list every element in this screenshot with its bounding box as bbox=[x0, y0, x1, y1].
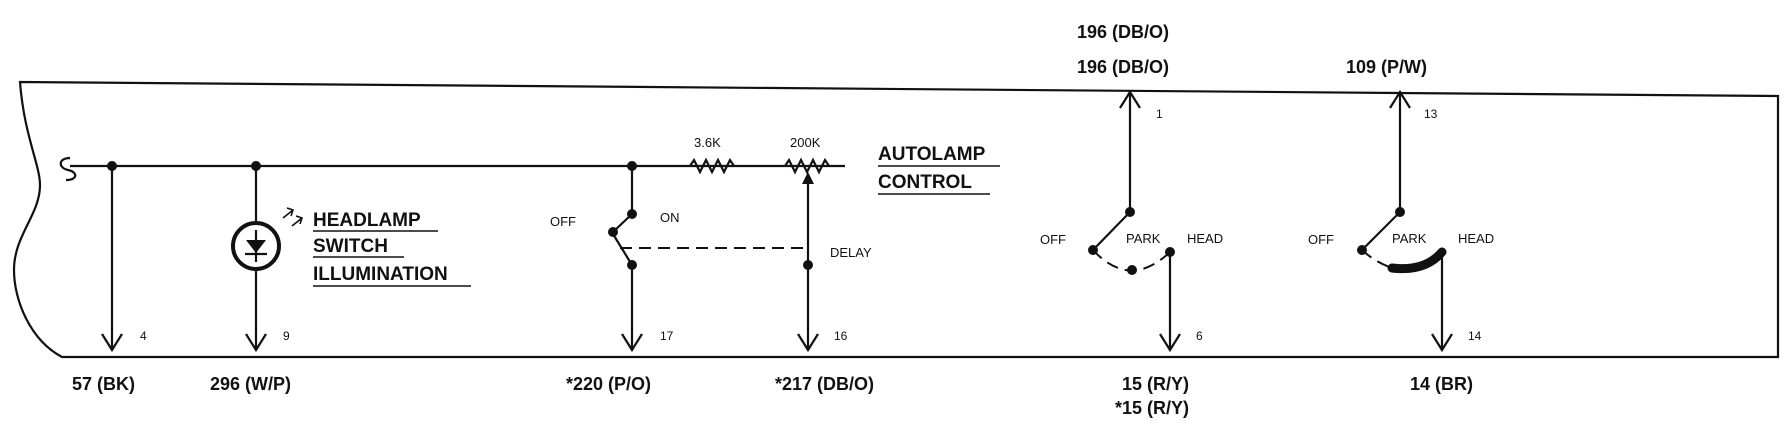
contact-dot bbox=[608, 227, 618, 237]
wire-109-label: 109 (P/W) bbox=[1346, 57, 1427, 77]
arrow-down-icon bbox=[1159, 333, 1181, 353]
wire-15-label: 15 (R/Y) bbox=[1122, 374, 1189, 394]
switch-blade bbox=[1092, 211, 1131, 251]
resistor-3.6k-icon bbox=[689, 157, 735, 175]
wire-296-label: 296 (W/P) bbox=[210, 374, 291, 394]
arrow-up-icon bbox=[802, 172, 814, 184]
arrow-up-icon bbox=[1389, 89, 1411, 109]
contact-dot bbox=[1127, 265, 1137, 275]
arrow-up-icon bbox=[1119, 89, 1141, 109]
switch-blade bbox=[1361, 211, 1401, 251]
headlamp-illumination-title-2: SWITCH bbox=[313, 236, 388, 257]
wire-15-alt-label: *15 (R/Y) bbox=[1115, 398, 1189, 418]
contact-dot bbox=[803, 260, 813, 270]
wire-196-upper-label: 196 (DB/O) bbox=[1077, 22, 1169, 42]
pin-1-label: 1 bbox=[1156, 107, 1163, 121]
component-outline bbox=[12, 80, 1780, 359]
arrow-down-icon bbox=[1431, 333, 1453, 353]
autolamp-title-2: CONTROL bbox=[878, 172, 972, 193]
autolamp-title-1: AUTOLAMP bbox=[878, 144, 986, 165]
switch-delay-label: DELAY bbox=[830, 245, 872, 260]
headlamp-illumination-title-3: ILLUMINATION bbox=[313, 264, 448, 285]
switch2-head-label: HEAD bbox=[1458, 231, 1494, 246]
wire-57-label: 57 (BK) bbox=[72, 374, 135, 394]
wire-196-lower-label: 196 (DB/O) bbox=[1077, 57, 1169, 77]
resistor-200k-label: 200K bbox=[790, 135, 821, 150]
feed-connector-symbol bbox=[59, 156, 77, 182]
arrow-down-icon bbox=[621, 333, 643, 353]
pin-6-label: 6 bbox=[1196, 329, 1203, 343]
arrow-down-icon bbox=[245, 333, 267, 353]
resistor-3.6k-label: 3.6K bbox=[694, 135, 721, 150]
resistor-200k-icon bbox=[784, 157, 830, 175]
headlamp-illumination-title-1: HEADLAMP bbox=[313, 210, 421, 231]
switch1-head-label: HEAD bbox=[1187, 231, 1223, 246]
switch-blade bbox=[612, 233, 633, 266]
light-emission-icon bbox=[282, 207, 304, 227]
pin-9-label: 9 bbox=[283, 329, 290, 343]
arrow-down-icon bbox=[101, 333, 123, 353]
switch-travel bbox=[1361, 249, 1393, 269]
switch1-park-label: PARK bbox=[1126, 231, 1161, 246]
wire-220-label: *220 (P/O) bbox=[566, 374, 651, 394]
wire-14-label: 14 (BR) bbox=[1410, 374, 1473, 394]
switch2-park-label: PARK bbox=[1392, 231, 1427, 246]
arrow-down-icon bbox=[797, 333, 819, 353]
switch1-off-label: OFF bbox=[1040, 232, 1066, 247]
switch2-off-label: OFF bbox=[1308, 232, 1334, 247]
wire-217-label: *217 (DB/O) bbox=[775, 374, 874, 394]
pin-17-label: 17 bbox=[660, 329, 674, 343]
pin-14-label: 14 bbox=[1468, 329, 1482, 343]
pin-16-label: 16 bbox=[834, 329, 848, 343]
bridged-contact bbox=[1387, 247, 1447, 274]
pin-4-label: 4 bbox=[140, 329, 147, 343]
pin-13-label: 13 bbox=[1424, 107, 1438, 121]
switch-on-label: ON bbox=[660, 210, 680, 225]
switch-off-label: OFF bbox=[550, 214, 576, 229]
